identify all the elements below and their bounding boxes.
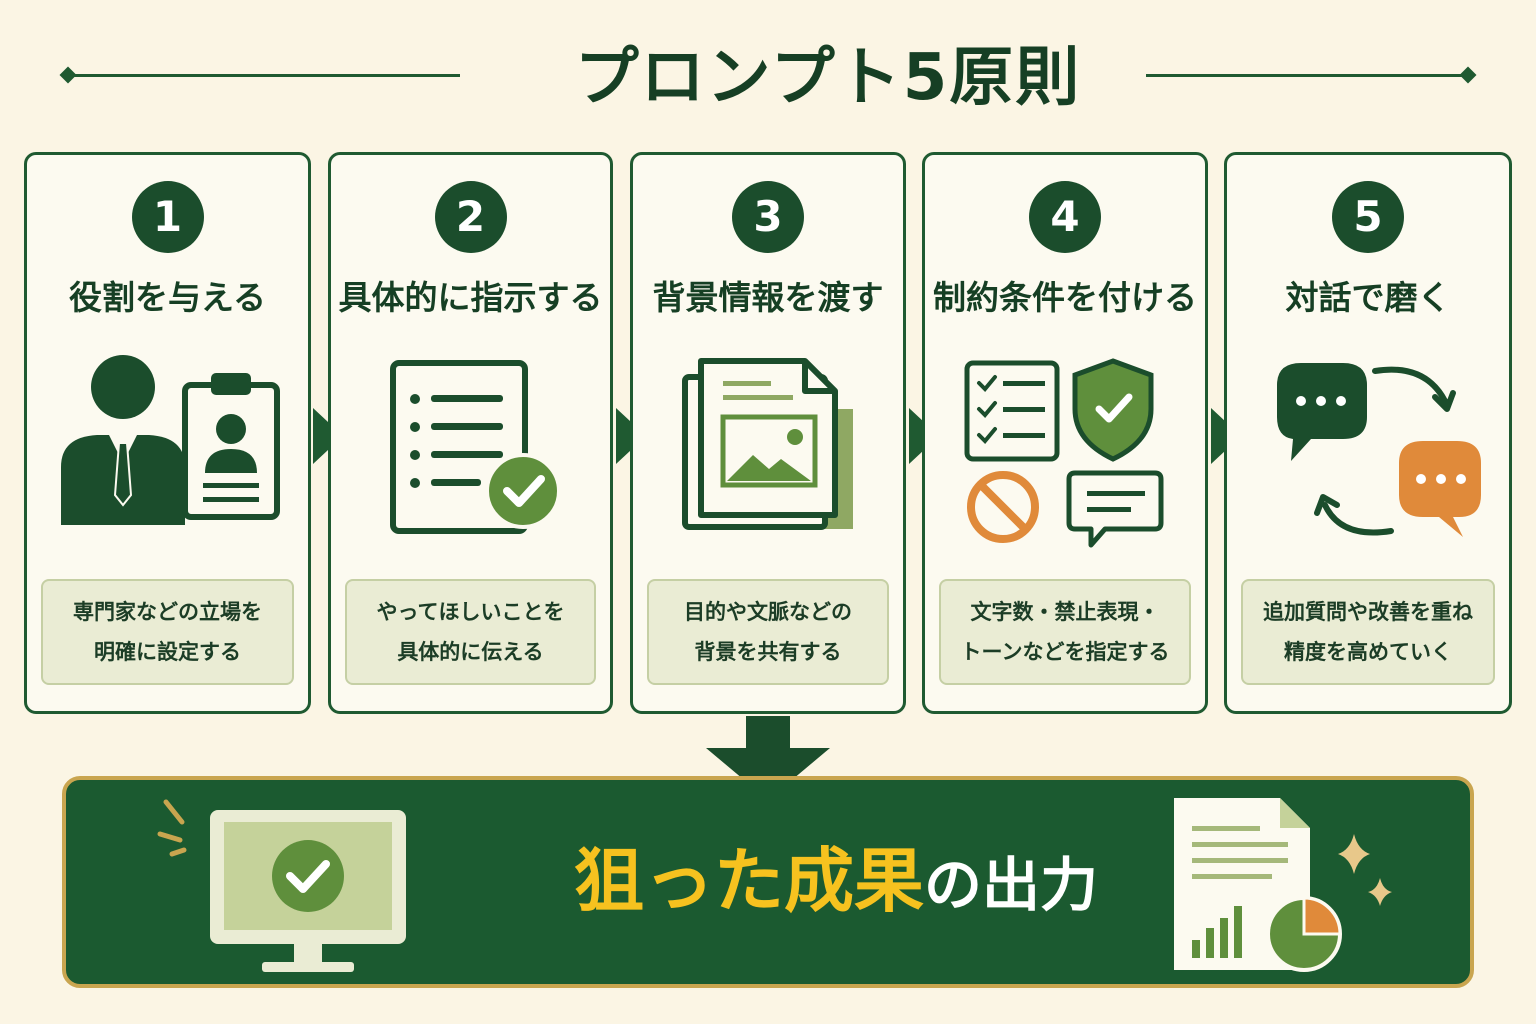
step-number-4: 4: [1029, 181, 1101, 253]
step-number-3: 3: [732, 181, 804, 253]
principle-desc-4: 文字数・禁止表現・ トーンなどを指定する: [939, 579, 1191, 685]
result-banner: 狙った成果の出力: [62, 776, 1474, 988]
desc-line: 具体的に伝える: [397, 640, 544, 664]
result-rest: の出力: [923, 851, 1098, 919]
title-rule-right: [1146, 74, 1466, 77]
principle-desc-1: 専門家などの立場を 明確に設定する: [41, 579, 294, 685]
principle-title-5: 対話で磨く: [1285, 278, 1451, 317]
desc-line: 背景を共有する: [694, 640, 842, 664]
principle-card-4: 4 制約条件を付ける 文字数・禁止表現・ トーンなどを指定する: [922, 152, 1208, 714]
title-row: プロンプト5原則: [59, 38, 1477, 118]
principle-title-1: 役割を与える: [68, 278, 266, 317]
principle-title-2: 具体的に指示する: [338, 278, 603, 317]
report-chart-icon: [1174, 798, 1392, 972]
principle-card-3: 3 背景情報を渡す 目的や文脈などの 背景を共有する: [630, 152, 906, 714]
principle-title-3: 背景情報を渡す: [652, 278, 884, 317]
title-rule-left: [70, 74, 460, 77]
principle-card-2: 2 具体的に指示する やってほしいことを 具体的に伝える: [328, 152, 613, 714]
page-title: プロンプト5原則: [574, 41, 1082, 115]
principle-card-5: 5 対話で磨く 追加質問や改善を重ね 精度を高めていく: [1224, 152, 1512, 714]
desc-line: やってほしいことを: [376, 600, 565, 624]
principle-title-4: 制約条件を付ける: [933, 278, 1197, 317]
principle-desc-2: やってほしいことを 具体的に伝える: [345, 579, 596, 685]
principle-desc-3: 目的や文脈などの 背景を共有する: [647, 579, 889, 685]
desc-line: 文字数・禁止表現・: [970, 600, 1160, 624]
sparkle-lines-icon: [157, 799, 187, 857]
desc-line: 専門家などの立場を: [73, 600, 262, 624]
step-number-2: 2: [434, 181, 507, 253]
desc-line: 明確に設定する: [94, 640, 241, 664]
title-ornament-right: [1459, 66, 1477, 84]
step-number-1: 1: [131, 181, 204, 253]
desc-line: トーンなどを指定する: [960, 640, 1170, 664]
image-documents-icon: [682, 358, 853, 530]
principle-desc-5: 追加質問や改善を重ね 精度を高めていく: [1241, 579, 1495, 685]
step-number-5: 5: [1332, 181, 1404, 253]
down-arrow-icon: [706, 716, 830, 800]
checklist-document-icon: [390, 360, 561, 534]
constraints-icon: [964, 358, 1164, 548]
result-text: 狙った成果の出力: [466, 826, 1206, 936]
desc-line: 精度を高めていく: [1284, 640, 1452, 664]
dialogue-cycle-icon: [1277, 363, 1481, 537]
desc-line: 追加質問や改善を重ね: [1263, 600, 1473, 624]
person-with-id-badge-icon: [61, 355, 280, 525]
principle-card-1: 1 役割を与える 専門家などの立場を 明確に設定する: [24, 152, 311, 714]
desc-line: 目的や文脈などの: [684, 600, 852, 624]
monitor-check-icon: [210, 810, 406, 972]
result-highlight: 狙った成果: [573, 840, 924, 922]
